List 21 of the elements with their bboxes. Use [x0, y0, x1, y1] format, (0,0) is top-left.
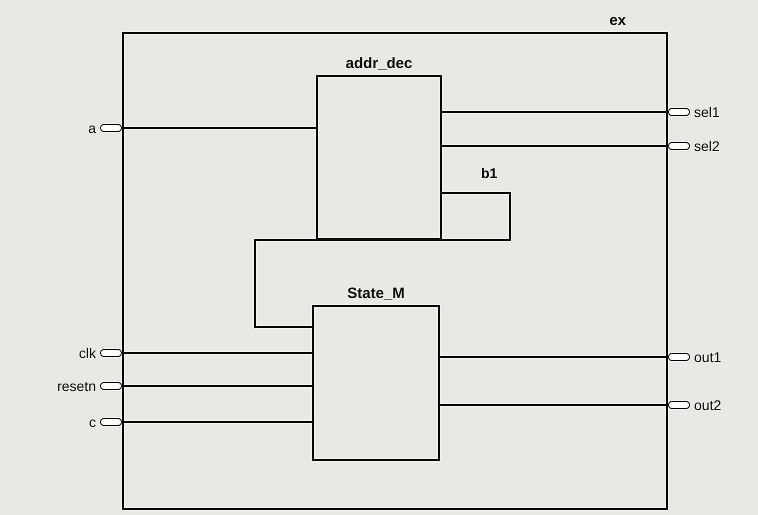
wire — [442, 111, 668, 113]
wire — [254, 192, 511, 328]
wire — [122, 352, 312, 354]
wire — [440, 356, 668, 358]
wire — [122, 421, 312, 423]
wire — [442, 145, 668, 147]
signal-name: b1 — [480, 165, 498, 181]
wire — [122, 127, 316, 129]
port-name: out2 — [693, 397, 722, 413]
module-name: State_M — [347, 285, 405, 302]
port-name: out1 — [693, 349, 722, 365]
port-name: resetn — [56, 378, 97, 394]
port-name: c — [88, 414, 97, 430]
port-name: a — [87, 120, 97, 136]
port-name: clk — [78, 345, 97, 361]
module-name: ex — [609, 12, 626, 29]
wire — [440, 404, 668, 406]
port-name: sel1 — [693, 104, 721, 120]
module-name: addr_dec — [346, 55, 412, 72]
wire — [122, 385, 312, 387]
port-name: sel2 — [693, 138, 721, 154]
